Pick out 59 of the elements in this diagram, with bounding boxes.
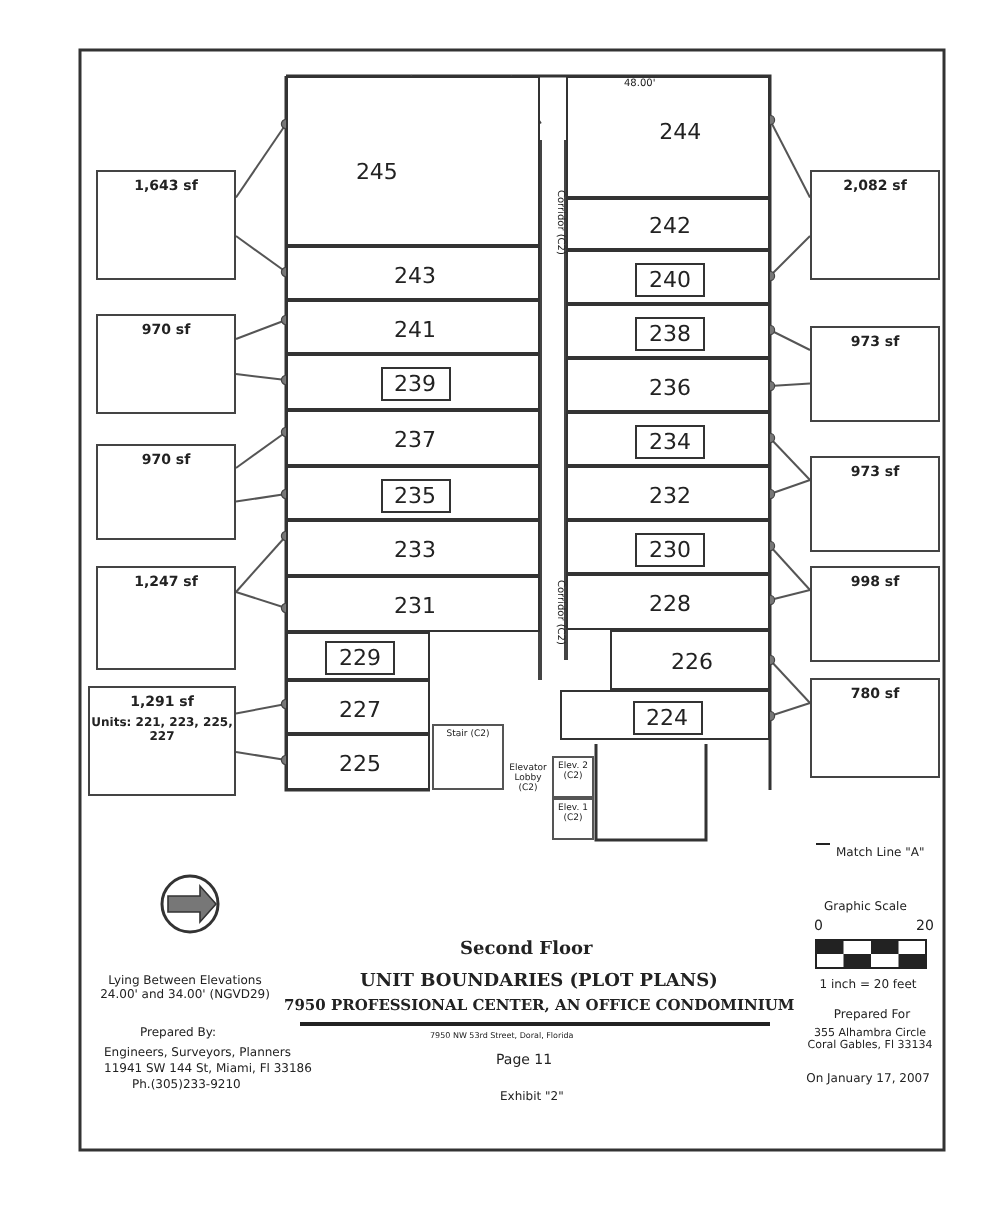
area-callout-box	[810, 326, 940, 422]
unit-outline	[566, 520, 770, 574]
room-outline	[552, 756, 594, 798]
unit-outline	[286, 734, 430, 790]
unit-number: 241	[394, 318, 436, 340]
unit-number: 224	[632, 700, 702, 734]
unit-outline	[566, 304, 770, 358]
unit-outline	[286, 76, 540, 246]
unit-outline	[566, 574, 770, 630]
unit-number: 244	[659, 121, 702, 144]
unit-outline	[610, 630, 770, 690]
unit-number: 243	[394, 264, 436, 286]
unit-outline	[566, 412, 770, 466]
unit-outline	[286, 300, 540, 354]
unit-outline	[286, 246, 540, 300]
area-callout-box	[810, 678, 940, 778]
unit-number: 230	[635, 532, 705, 566]
area-callout-box	[96, 444, 236, 540]
unit-number: 236	[649, 376, 691, 398]
unit-number: 239	[380, 367, 450, 401]
unit-outline	[286, 410, 540, 466]
area-callout-box	[810, 566, 940, 662]
unit-outline	[286, 632, 430, 680]
unit-outline	[566, 358, 770, 412]
unit-number: 240	[635, 262, 705, 296]
unit-outline	[286, 466, 540, 520]
unit-number: 233	[394, 539, 436, 561]
floor-title: Second Floor	[460, 942, 593, 962]
unit-number: 245	[355, 160, 398, 183]
unit-number: 227	[339, 698, 381, 720]
unit-outline	[560, 690, 770, 740]
unit-outline	[286, 576, 540, 632]
area-callout-box	[96, 566, 236, 670]
area-callout-box	[96, 314, 236, 414]
unit-outline	[566, 198, 770, 250]
unit-outline	[566, 250, 770, 304]
unit-number: 235	[380, 478, 450, 512]
unit-number: 231	[394, 595, 436, 617]
unit-number: 228	[649, 593, 691, 615]
unit-number: 229	[325, 641, 395, 675]
unit-outline	[286, 680, 430, 734]
area-callout-box	[96, 170, 236, 280]
unit-number: 234	[635, 424, 705, 458]
unit-outline	[286, 520, 540, 576]
unit-number: 237	[394, 429, 436, 451]
unit-outline	[286, 354, 540, 410]
unit-number: 232	[649, 484, 691, 506]
area-callout-box	[810, 456, 940, 552]
area-callout-box	[88, 686, 236, 796]
room-outline	[552, 798, 594, 840]
unit-number: 242	[649, 215, 691, 237]
area-callout-box	[810, 170, 940, 280]
room-outline	[432, 724, 504, 790]
unit-number: 225	[339, 753, 381, 775]
unit-outline	[566, 466, 770, 520]
plan-title: UNIT BOUNDARIES (PLOT PLANS)	[360, 974, 718, 994]
unit-number: 238	[635, 316, 705, 350]
unit-number: 226	[671, 651, 713, 673]
unit-outline	[566, 76, 770, 198]
